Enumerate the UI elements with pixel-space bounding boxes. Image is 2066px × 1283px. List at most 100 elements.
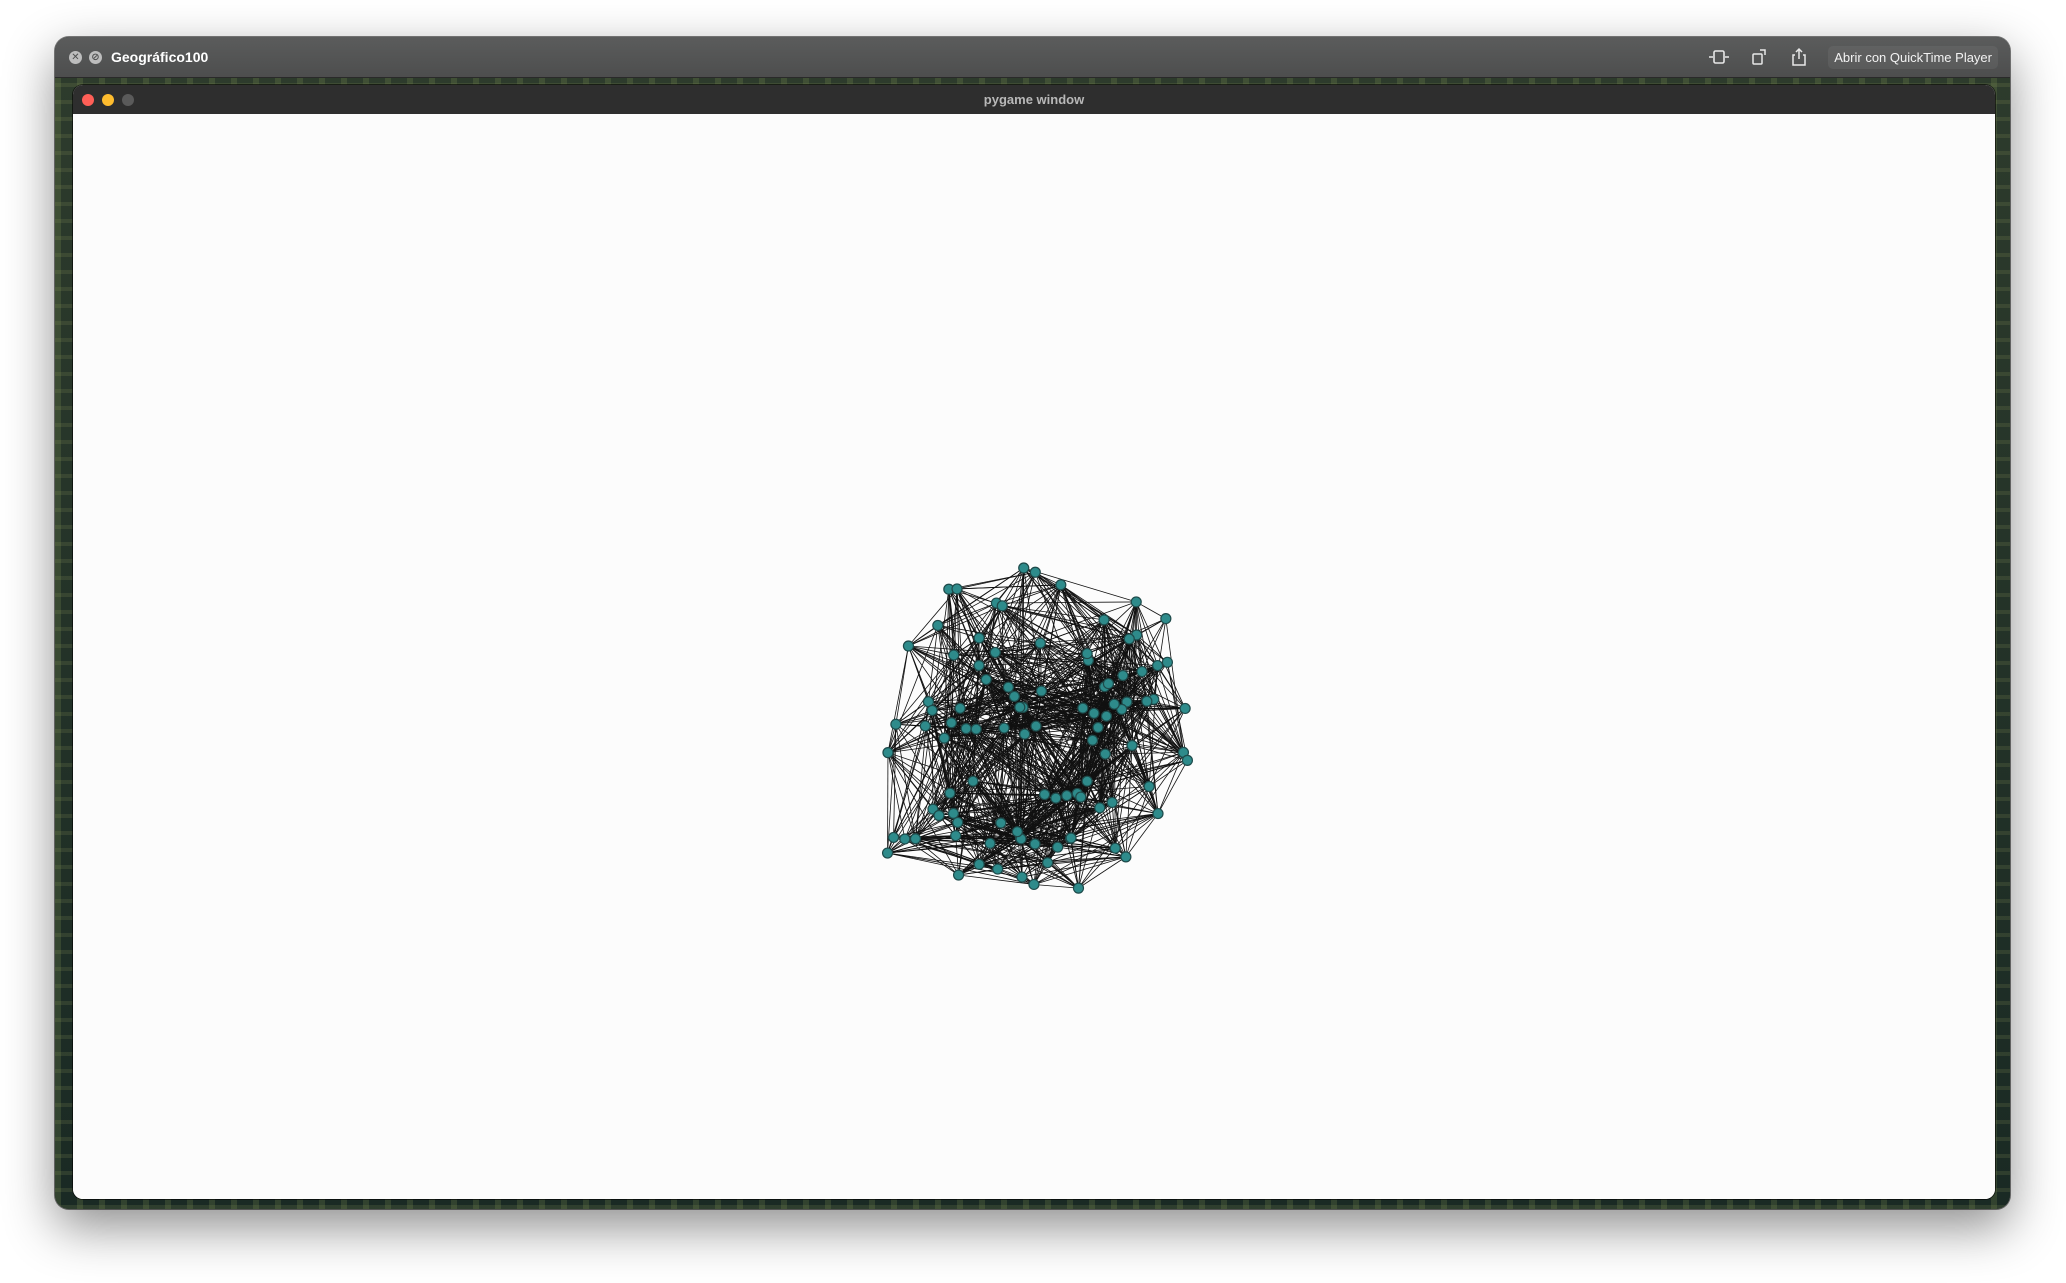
graph-edge	[949, 728, 967, 794]
graph-edge	[1104, 638, 1130, 755]
graph-edge	[960, 707, 1037, 727]
quicklook-toolbar: Abrir con QuickTime Player	[1708, 37, 1998, 77]
graph-node	[1030, 720, 1042, 732]
graph-node	[960, 723, 972, 735]
graph-edge	[1041, 690, 1113, 803]
graph-edge	[1001, 605, 1042, 692]
graph-edge	[938, 729, 977, 816]
graph-edge	[956, 588, 980, 639]
open-with-quicktime-button[interactable]: Abrir con QuickTime Player	[1828, 45, 1998, 69]
graph-edge	[1002, 605, 1105, 621]
graph-edge	[1034, 572, 1088, 654]
graph-edge	[1066, 708, 1084, 796]
rotate-icon[interactable]	[1748, 47, 1770, 67]
graph-edge	[956, 588, 961, 709]
graph-node	[989, 646, 1001, 659]
graph-edge	[1016, 691, 1042, 832]
window-close-button[interactable]	[82, 93, 94, 106]
graph-edge	[953, 813, 1018, 833]
graph-edge	[1128, 601, 1137, 640]
window-minimize-button[interactable]	[102, 93, 114, 106]
graph-edge	[976, 728, 1106, 755]
graph-edge	[915, 822, 958, 840]
graph-node	[932, 619, 944, 632]
graph-edge	[1086, 619, 1105, 654]
graph-edge	[1035, 725, 1101, 809]
window-zoom-button[interactable]	[122, 93, 134, 106]
graph-edge	[925, 690, 1042, 727]
graph-edge	[997, 868, 1035, 885]
graph-edge	[1092, 739, 1150, 787]
graph-edge	[975, 728, 1045, 795]
graph-node	[984, 837, 996, 849]
graph-edge	[908, 645, 954, 656]
graph-edge	[904, 838, 959, 876]
graph-edge	[1141, 671, 1188, 761]
graph-edge	[895, 645, 909, 725]
graph-edge	[895, 665, 980, 725]
graph-edge	[1041, 653, 1088, 692]
graph-edge	[949, 792, 1023, 878]
graph-edge	[978, 665, 1042, 692]
graph-edge	[1034, 572, 1084, 709]
graph-edge	[958, 843, 1036, 876]
graph-edge	[925, 707, 961, 727]
graph-edge	[1000, 822, 1023, 878]
graph-node	[970, 723, 982, 735]
graph-edge	[895, 723, 974, 782]
graph-node	[1035, 685, 1048, 697]
graph-edge	[949, 687, 1009, 794]
graph-edge	[1097, 727, 1101, 808]
trim-icon[interactable]	[1708, 47, 1730, 67]
graph-edge	[978, 665, 1099, 728]
graph-edge	[957, 807, 1100, 823]
graph-edge	[1047, 856, 1126, 864]
graph-edge	[994, 584, 1062, 653]
graph-node	[1072, 882, 1085, 894]
graph-edge	[958, 838, 1022, 876]
close-icon[interactable]: ✕	[69, 50, 82, 64]
graph-edge	[1082, 708, 1088, 782]
graph-node	[1011, 826, 1023, 838]
graph-edge	[1146, 701, 1159, 814]
graph-edge	[1060, 584, 1155, 700]
graph-node	[995, 817, 1007, 829]
graph-edge	[1007, 567, 1025, 688]
pygame-canvas	[73, 114, 1995, 1199]
graph-node	[1120, 851, 1132, 863]
graph-edge	[1106, 715, 1188, 761]
graph-edge	[1141, 618, 1167, 672]
graph-edge	[895, 710, 933, 725]
graph-node	[887, 831, 900, 844]
graph-edge	[1093, 638, 1130, 714]
graph-edge	[1148, 708, 1186, 787]
graph-node	[954, 702, 966, 714]
graph-edge	[1008, 686, 1093, 741]
graph-node	[1088, 707, 1100, 719]
graph-edge	[937, 625, 952, 723]
graph-edge	[1153, 618, 1167, 700]
graph-edge	[1023, 567, 1137, 636]
graph-node	[952, 816, 964, 829]
graph-edge	[1035, 725, 1082, 798]
fullscreen-icon[interactable]: ⊘	[89, 50, 102, 64]
graph-edge	[1034, 813, 1159, 845]
graph-edge	[951, 722, 1018, 832]
graph-edge	[1007, 687, 1018, 832]
graph-edge	[887, 724, 897, 854]
graph-edge	[1132, 745, 1188, 761]
graph-edge	[975, 638, 980, 730]
graph-edge	[887, 752, 959, 823]
graph-node	[1034, 637, 1046, 649]
graph-node	[1081, 775, 1093, 787]
graph-edge	[1111, 701, 1148, 803]
graph-edge	[975, 728, 1082, 798]
graph-node	[1016, 871, 1028, 883]
graph-edge	[1122, 675, 1148, 702]
share-icon[interactable]	[1788, 47, 1810, 67]
graph-edge	[1047, 813, 1159, 864]
graph-edge	[1060, 584, 1168, 663]
graph-edge	[893, 708, 961, 838]
graph-node	[1065, 832, 1077, 844]
graph-node	[996, 600, 1008, 612]
